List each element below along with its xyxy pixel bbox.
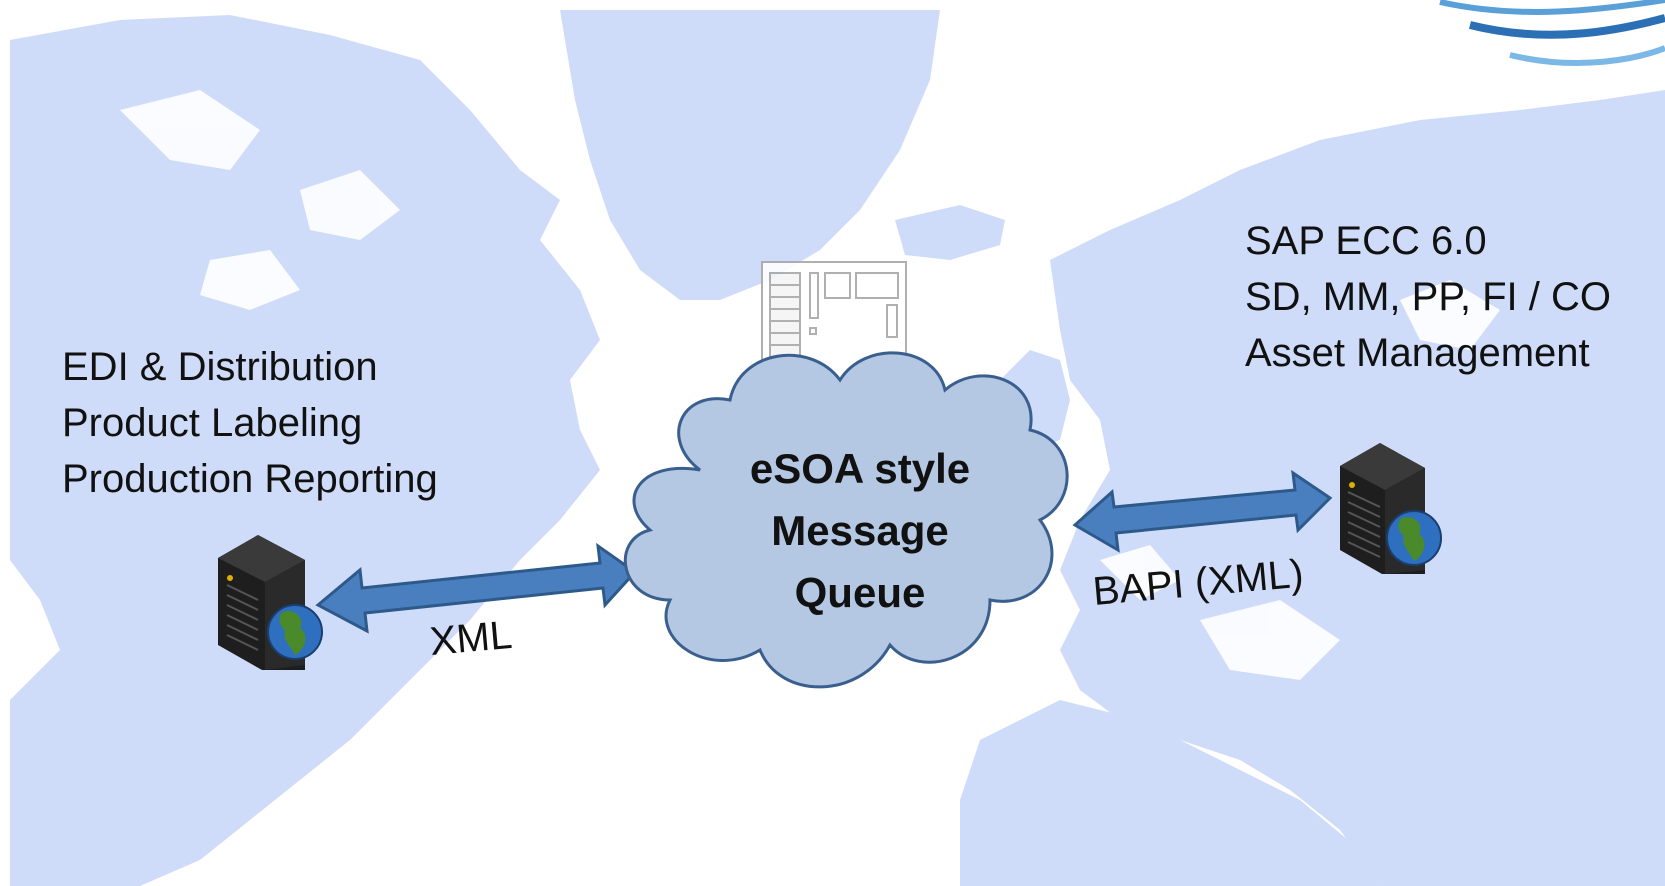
server-globe-icon-left xyxy=(218,535,323,670)
map-africa xyxy=(960,700,1380,886)
left-system-line-2: Product Labeling xyxy=(62,401,363,445)
map-iceland xyxy=(895,205,1005,260)
right-system-line-3: Asset Management xyxy=(1245,331,1590,375)
cloud-label: eSOA style Message Queue xyxy=(695,438,1025,624)
cloud-label-line-2: Message xyxy=(771,507,949,554)
left-system-line-1: EDI & Distribution xyxy=(62,345,378,389)
arrow-right-connection xyxy=(1072,469,1333,553)
left-system-line-3: Production Reporting xyxy=(62,457,438,501)
left-system-description: EDI & Distribution Product Labeling Prod… xyxy=(62,339,438,507)
right-system-line-1: SAP ECC 6.0 xyxy=(1245,219,1487,263)
right-system-line-2: SD, MM, PP, FI / CO xyxy=(1245,275,1611,319)
xml-connection-label: XML xyxy=(428,612,514,664)
right-system-description: SAP ECC 6.0 SD, MM, PP, FI / CO Asset Ma… xyxy=(1245,213,1611,381)
map-north-america xyxy=(10,15,600,886)
map-scandinavia xyxy=(1110,200,1230,360)
server-globe-icon-right xyxy=(1340,443,1442,574)
map-greenland xyxy=(560,10,940,300)
cloud-label-line-1: eSOA style xyxy=(749,445,971,492)
cloud-label-line-3: Queue xyxy=(794,569,926,616)
